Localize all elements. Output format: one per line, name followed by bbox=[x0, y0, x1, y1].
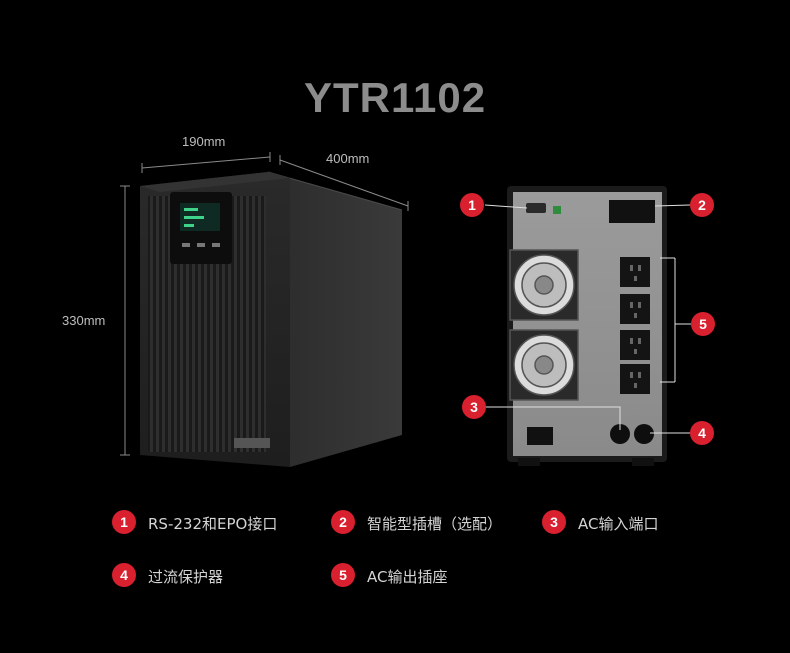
legend-marker-1: 1 bbox=[112, 510, 136, 534]
depth-label: 400mm bbox=[326, 151, 370, 166]
callout-marker-1: 1 bbox=[460, 193, 484, 217]
legend-label-5: AC输出插座 bbox=[367, 568, 448, 586]
legend-label-2: 智能型插槽（选配） bbox=[367, 515, 503, 533]
ups-front-image bbox=[140, 171, 403, 467]
callout-marker-3: 3 bbox=[462, 395, 486, 419]
product-title: YTR1102 bbox=[303, 74, 487, 121]
leader-lines bbox=[484, 204, 691, 434]
width-label: 190mm bbox=[182, 134, 226, 149]
callout-marker-2: 2 bbox=[690, 193, 714, 217]
height-label: 330mm bbox=[62, 313, 106, 328]
ups-rear-image bbox=[507, 186, 667, 466]
legend-label-4: 过流保护器 bbox=[148, 568, 224, 586]
legend-label-3: AC输入端口 bbox=[578, 515, 659, 533]
legend-marker-5: 5 bbox=[331, 563, 355, 587]
legend-label-1: RS-232和EPO接口 bbox=[148, 515, 278, 533]
legend-marker-3: 3 bbox=[542, 510, 566, 534]
callout-marker-4: 4 bbox=[690, 421, 714, 445]
legend-marker-4: 4 bbox=[112, 563, 136, 587]
legend-marker-2: 2 bbox=[331, 510, 355, 534]
dimension-lines bbox=[120, 152, 409, 456]
callout-marker-5: 5 bbox=[691, 312, 715, 336]
